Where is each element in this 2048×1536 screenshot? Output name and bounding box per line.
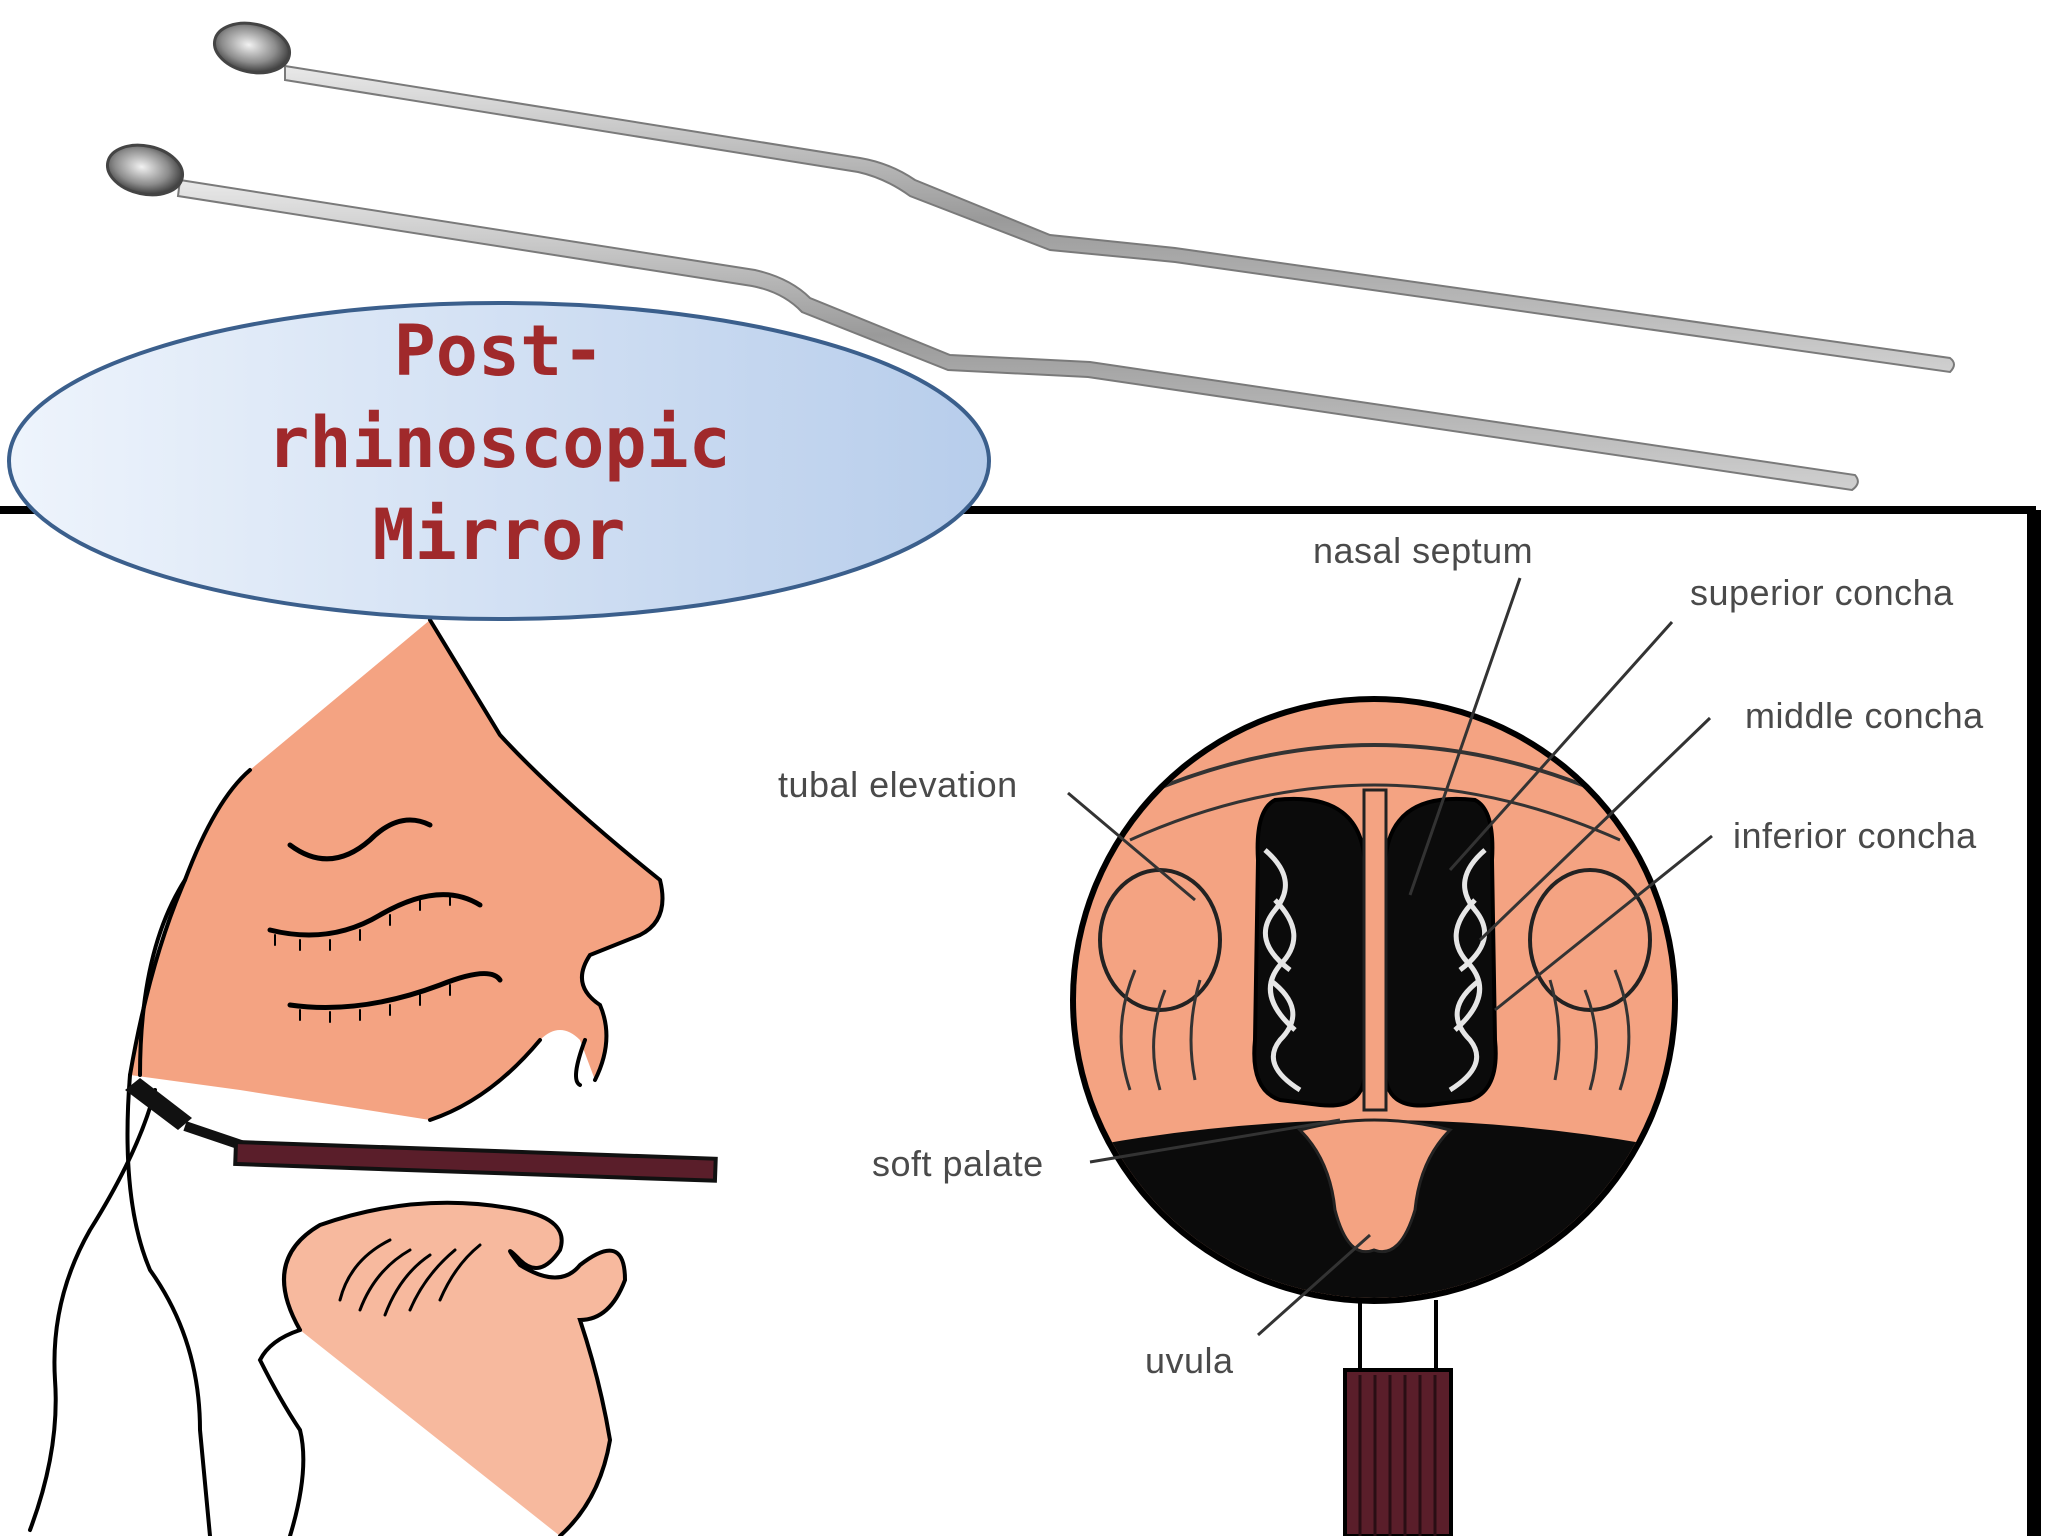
title-line-1: Post- [393,310,605,392]
label-tubal-elevation: tubal elevation [778,764,1018,805]
label-nasal-septum: nasal septum [1313,530,1534,571]
mirror-in-mouth [125,1078,718,1183]
uvula [1297,1118,1453,1253]
tubal-elevation-left [1098,868,1222,1012]
mirror-upper [212,21,1955,374]
label-superior-concha: superior concha [1690,572,1954,613]
mirror-instruments-photo [105,21,1955,492]
nasal-cavity-region [130,620,663,1120]
title-oval [7,301,991,621]
tubal-elevation-right [1528,868,1652,1012]
label-middle-concha: middle concha [1745,695,1984,736]
slide-title: Post- rhinoscopic Mirror [4,305,994,581]
title-line-3: Mirror [372,494,626,576]
nasal-septum [1362,788,1388,1112]
label-soft-palate: soft palate [872,1143,1044,1184]
mirror-lower [105,143,1859,492]
mirror-handle-below [1343,1300,1453,1536]
label-inferior-concha: inferior concha [1733,815,1977,856]
label-uvula: uvula [1145,1340,1234,1381]
title-line-2: rhinoscopic [267,402,731,484]
tongue [282,1200,628,1536]
